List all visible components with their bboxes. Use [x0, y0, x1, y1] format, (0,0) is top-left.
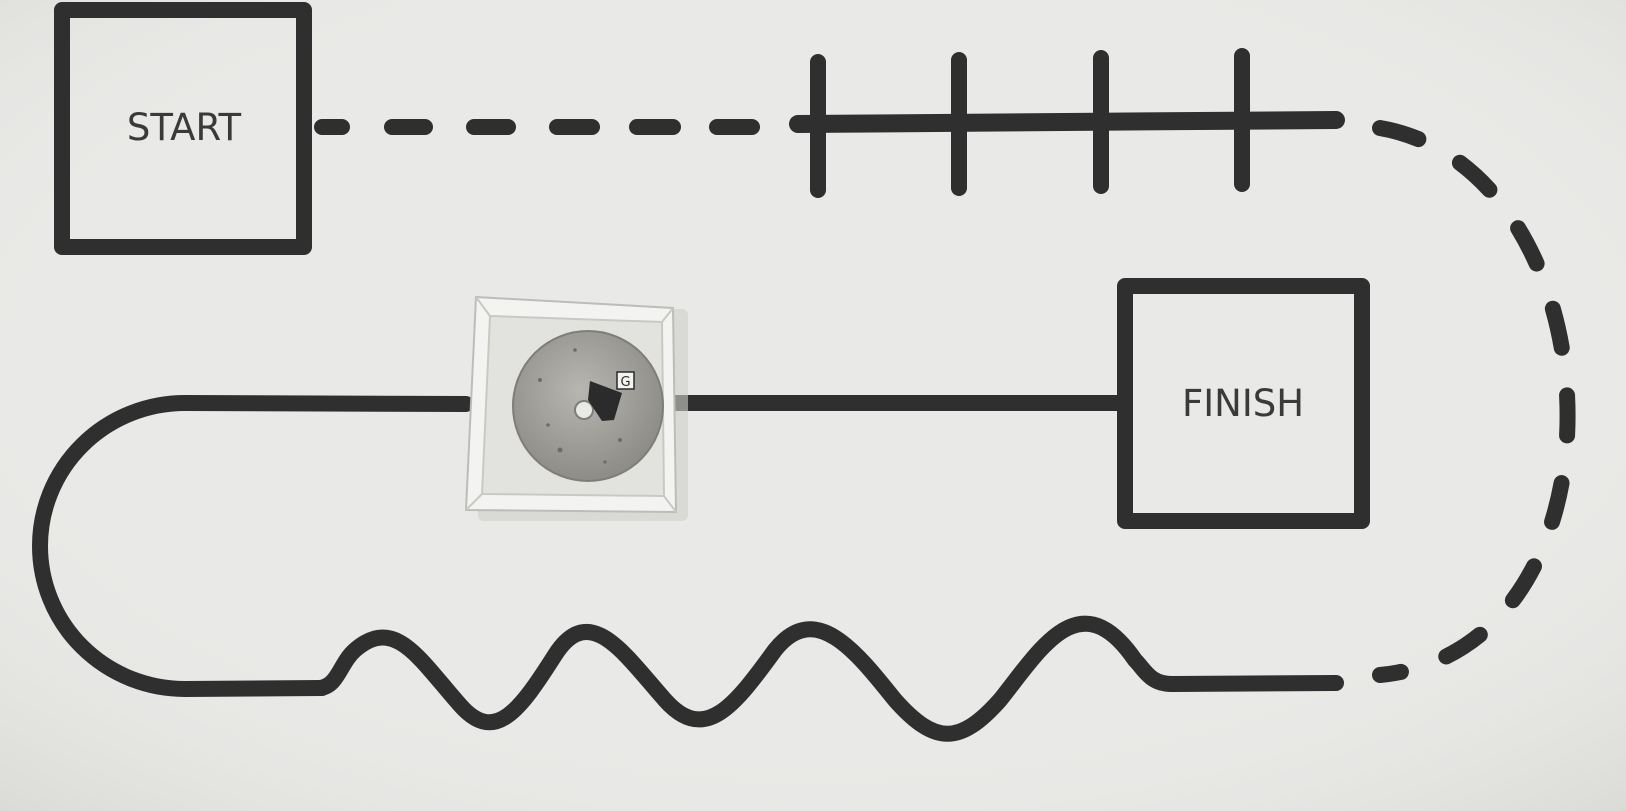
robot-marker-letter: G	[620, 375, 630, 390]
robot-center-hole	[574, 400, 594, 420]
bottom-straight	[1164, 675, 1344, 692]
finish-label: FINISH	[1182, 382, 1304, 425]
u-turn-segment	[32, 395, 474, 697]
start-label: START	[127, 106, 242, 149]
robot-marker	[588, 381, 622, 421]
dashed-curve	[1372, 120, 1576, 683]
ladder-segment	[789, 48, 1345, 198]
wavy-segment	[312, 615, 1180, 742]
robot: G	[464, 295, 688, 521]
finish-box	[1117, 278, 1370, 529]
start-box	[54, 2, 312, 255]
robot-marker-tag	[616, 371, 635, 390]
